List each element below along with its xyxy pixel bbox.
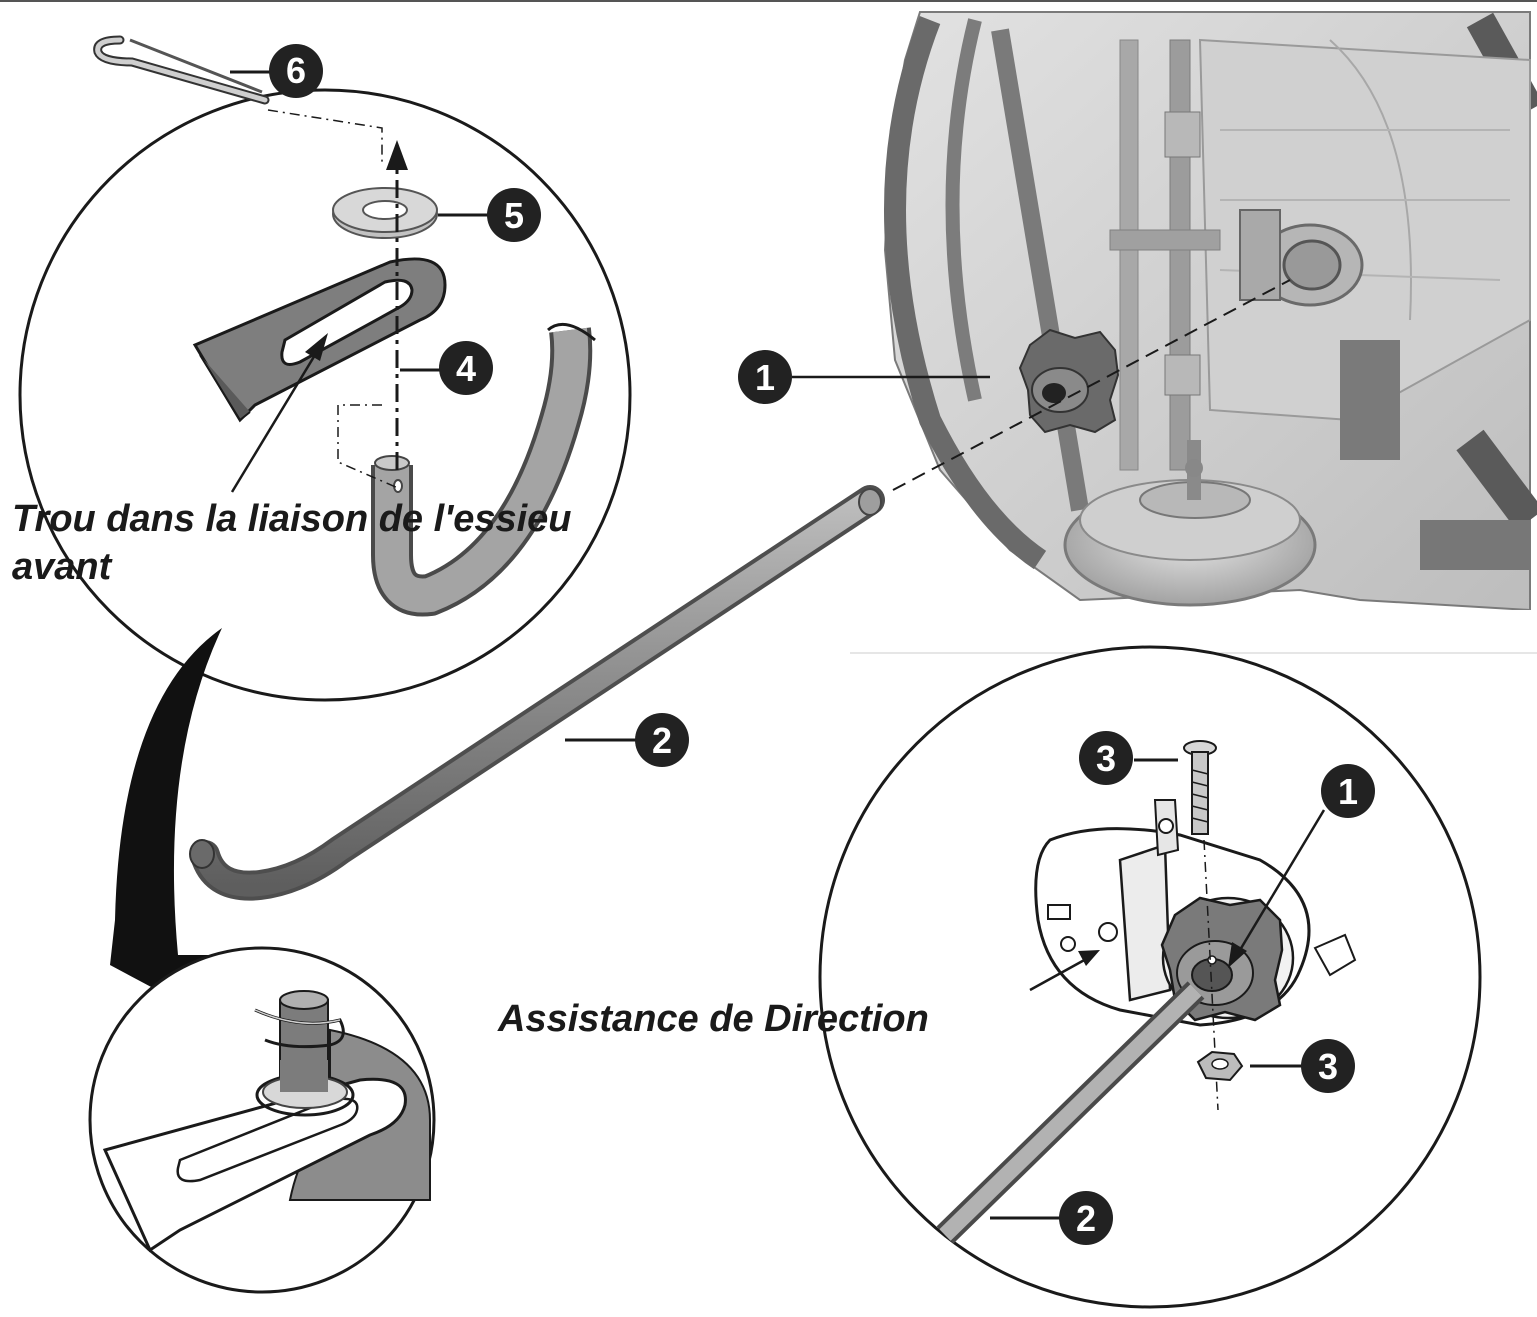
hole-pointer-arrow <box>230 349 320 493</box>
axle-link-plate <box>192 257 447 423</box>
nut-icon <box>1196 1050 1244 1082</box>
callout-number-1a: 1 <box>755 357 775 398</box>
callout-badge-2b <box>1059 1191 1113 1245</box>
callout-badge-3b <box>1301 1039 1355 1093</box>
axle-hole-caption-line1: Trou dans la liaison de l'essieu <box>12 498 572 540</box>
callout-badge-5 <box>487 188 541 242</box>
callout-number-3a: 3 <box>1096 738 1116 779</box>
callout-number-5: 5 <box>504 195 524 236</box>
bolt-icon <box>1183 740 1217 835</box>
callout-badge-1b <box>1321 764 1375 818</box>
assembled-pin-detail <box>102 990 431 1253</box>
steering-rod-detail <box>936 981 1205 1244</box>
callout-number-1b: 1 <box>1338 771 1358 812</box>
knob-pointer-arrow <box>1238 809 1326 951</box>
callout-number-3b: 3 <box>1318 1046 1338 1087</box>
assist-pointer-arrow <box>1029 956 1089 992</box>
axle-hole-caption-line2: avant <box>12 545 112 588</box>
alignment-axis-knob <box>892 279 1291 491</box>
steering-rod <box>189 485 885 901</box>
callout-number-6: 6 <box>286 50 306 91</box>
washer-icon <box>332 187 438 239</box>
cotter-pin-icon <box>93 35 270 105</box>
vehicle-underside <box>850 11 1537 655</box>
callout-number-4: 4 <box>456 348 476 389</box>
callout-number-2a: 2 <box>652 720 672 761</box>
callout-badge-2a <box>635 713 689 767</box>
callout-number-2b: 2 <box>1076 1198 1096 1239</box>
callout-badge-1a <box>738 350 792 404</box>
axle-hole-caption: Trou dans la liaison de l'essieu avant <box>12 496 572 591</box>
knob-icon <box>1018 328 1120 434</box>
curved-arrow-icon <box>110 628 222 1005</box>
up-arrow-icon <box>386 140 408 170</box>
callout-badge-4 <box>439 341 493 395</box>
callout-badge-6 <box>269 44 323 98</box>
steering-assist-caption: Assistance de Direction <box>498 998 929 1040</box>
callout-badge-3a <box>1079 731 1133 785</box>
detail-circle-axle <box>18 88 632 702</box>
